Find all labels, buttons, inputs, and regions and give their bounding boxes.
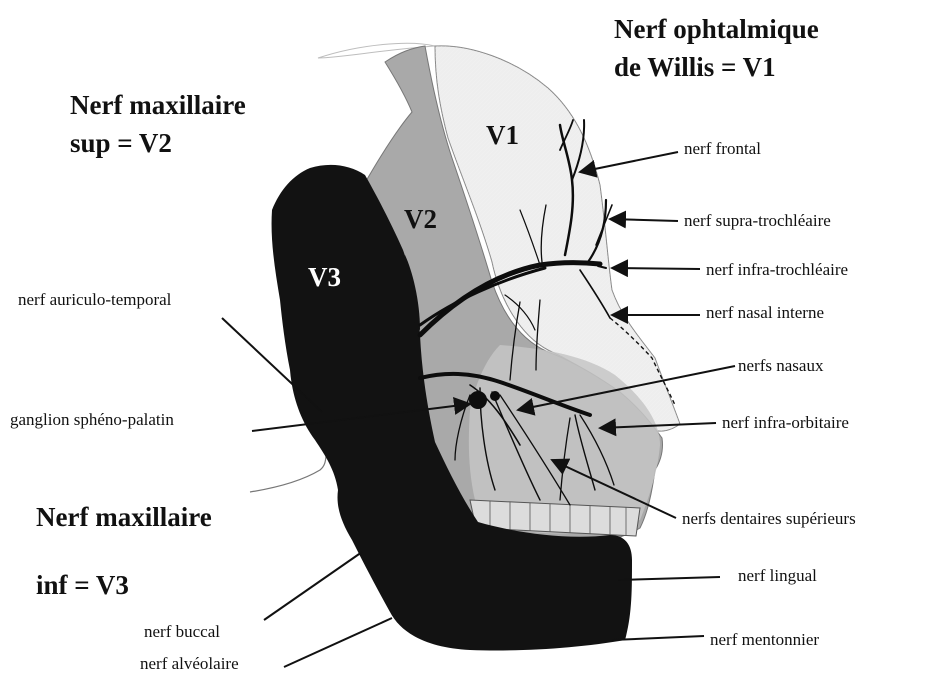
- v3-title-line1: Nerf maxillaire: [36, 498, 212, 536]
- label-ganglion-spheno-palatin: ganglion sphéno-palatin: [10, 411, 174, 428]
- leader-lingual: [618, 577, 720, 580]
- zone-label-v2: V2: [404, 206, 437, 233]
- v1-title: Nerf ophtalmique de Willis = V1: [614, 10, 819, 86]
- label-nerf-frontal: nerf frontal: [684, 140, 761, 157]
- label-nerfs-nasaux: nerfs nasaux: [738, 357, 823, 374]
- zone-label-v1: V1: [486, 122, 519, 149]
- label-nerf-alveolaire: nerf alvéolaire: [140, 655, 239, 672]
- label-nerf-auriculo-temporal: nerf auriculo-temporal: [18, 291, 171, 308]
- label-nerf-infra-orbitaire: nerf infra-orbitaire: [722, 414, 849, 431]
- v2-title: Nerf maxillaire sup = V2: [70, 86, 246, 162]
- leader-infra-trochleaire: [612, 268, 700, 269]
- leader-alveolaire: [284, 618, 392, 667]
- label-nerf-lingual: nerf lingual: [738, 567, 817, 584]
- leader-supra-trochleaire: [610, 219, 678, 221]
- label-nerf-mentonnier: nerf mentonnier: [710, 631, 819, 648]
- label-nerf-nasal-interne: nerf nasal interne: [706, 304, 824, 321]
- label-nerf-supra-trochleaire: nerf supra-trochléaire: [684, 212, 831, 229]
- v3-title-line2: inf = V3: [36, 566, 129, 604]
- zone-label-v3: V3: [308, 264, 341, 291]
- label-nerf-buccal: nerf buccal: [144, 623, 220, 640]
- label-nerf-infra-trochleaire: nerf infra-trochléaire: [706, 261, 848, 278]
- leader-buccal: [264, 552, 362, 620]
- leader-frontal: [580, 152, 678, 172]
- label-nerfs-dentaires: nerfs dentaires supérieurs: [682, 510, 856, 527]
- ganglion-node: [469, 391, 487, 409]
